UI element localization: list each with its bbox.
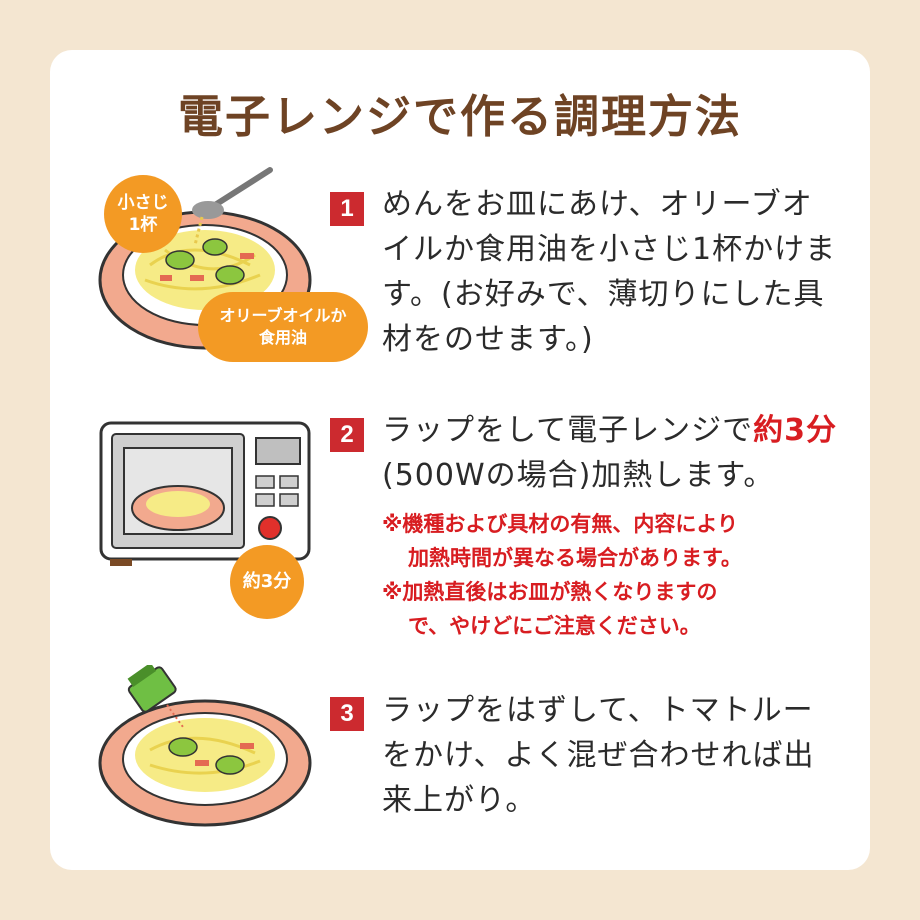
note-1-line-b: 加熱時間が異なる場合があります。 xyxy=(408,546,742,570)
step-2-text-c: (500Wの場合)加熱します。 xyxy=(382,458,775,493)
page-title: 電子レンジで作る調理方法 xyxy=(177,90,742,143)
step-3-badge: 3 xyxy=(330,697,364,731)
step-1-badge: 1 xyxy=(330,192,364,226)
timer-badge: 約3分 xyxy=(230,545,304,619)
spoon-amount-badge: 小さじ 1杯 xyxy=(104,175,182,253)
microwave-illustration xyxy=(99,421,311,566)
step-2-note-1: ※機種および具材の有無、内容により 加熱時間が異なる場合があります。 xyxy=(382,507,842,575)
step-2-badge: 2 xyxy=(330,418,364,452)
note-2-line-b: で、やけどにご注意ください。 xyxy=(408,614,701,638)
step-2-text: ラップをして電子レンジで約3分 (500Wの場合)加熱します。 xyxy=(382,408,842,498)
plate-sauce-illustration xyxy=(98,665,312,827)
oil-label-badge: オリーブオイルか 食用油 xyxy=(198,292,368,362)
note-1-line-a: ※機種および具材の有無、内容により xyxy=(382,512,738,536)
step-3-text: ラップをはずして、トマトルーをかけ、よく混ぜ合わせれば出来上がり。 xyxy=(382,693,815,818)
note-2-line-a: ※加熱直後はお皿が熱くなりますの xyxy=(382,580,718,604)
step-2-time: 約3分 xyxy=(753,413,837,448)
step-2-text-a: ラップをして電子レンジで xyxy=(382,413,754,448)
step-1-text: めんをお皿にあけ、オリーブオイルか食用油を小さじ1杯かけます。(お好みで、薄切り… xyxy=(382,187,837,357)
step-2-note-2: ※加熱直後はお皿が熱くなりますの で、やけどにご注意ください。 xyxy=(382,575,842,643)
